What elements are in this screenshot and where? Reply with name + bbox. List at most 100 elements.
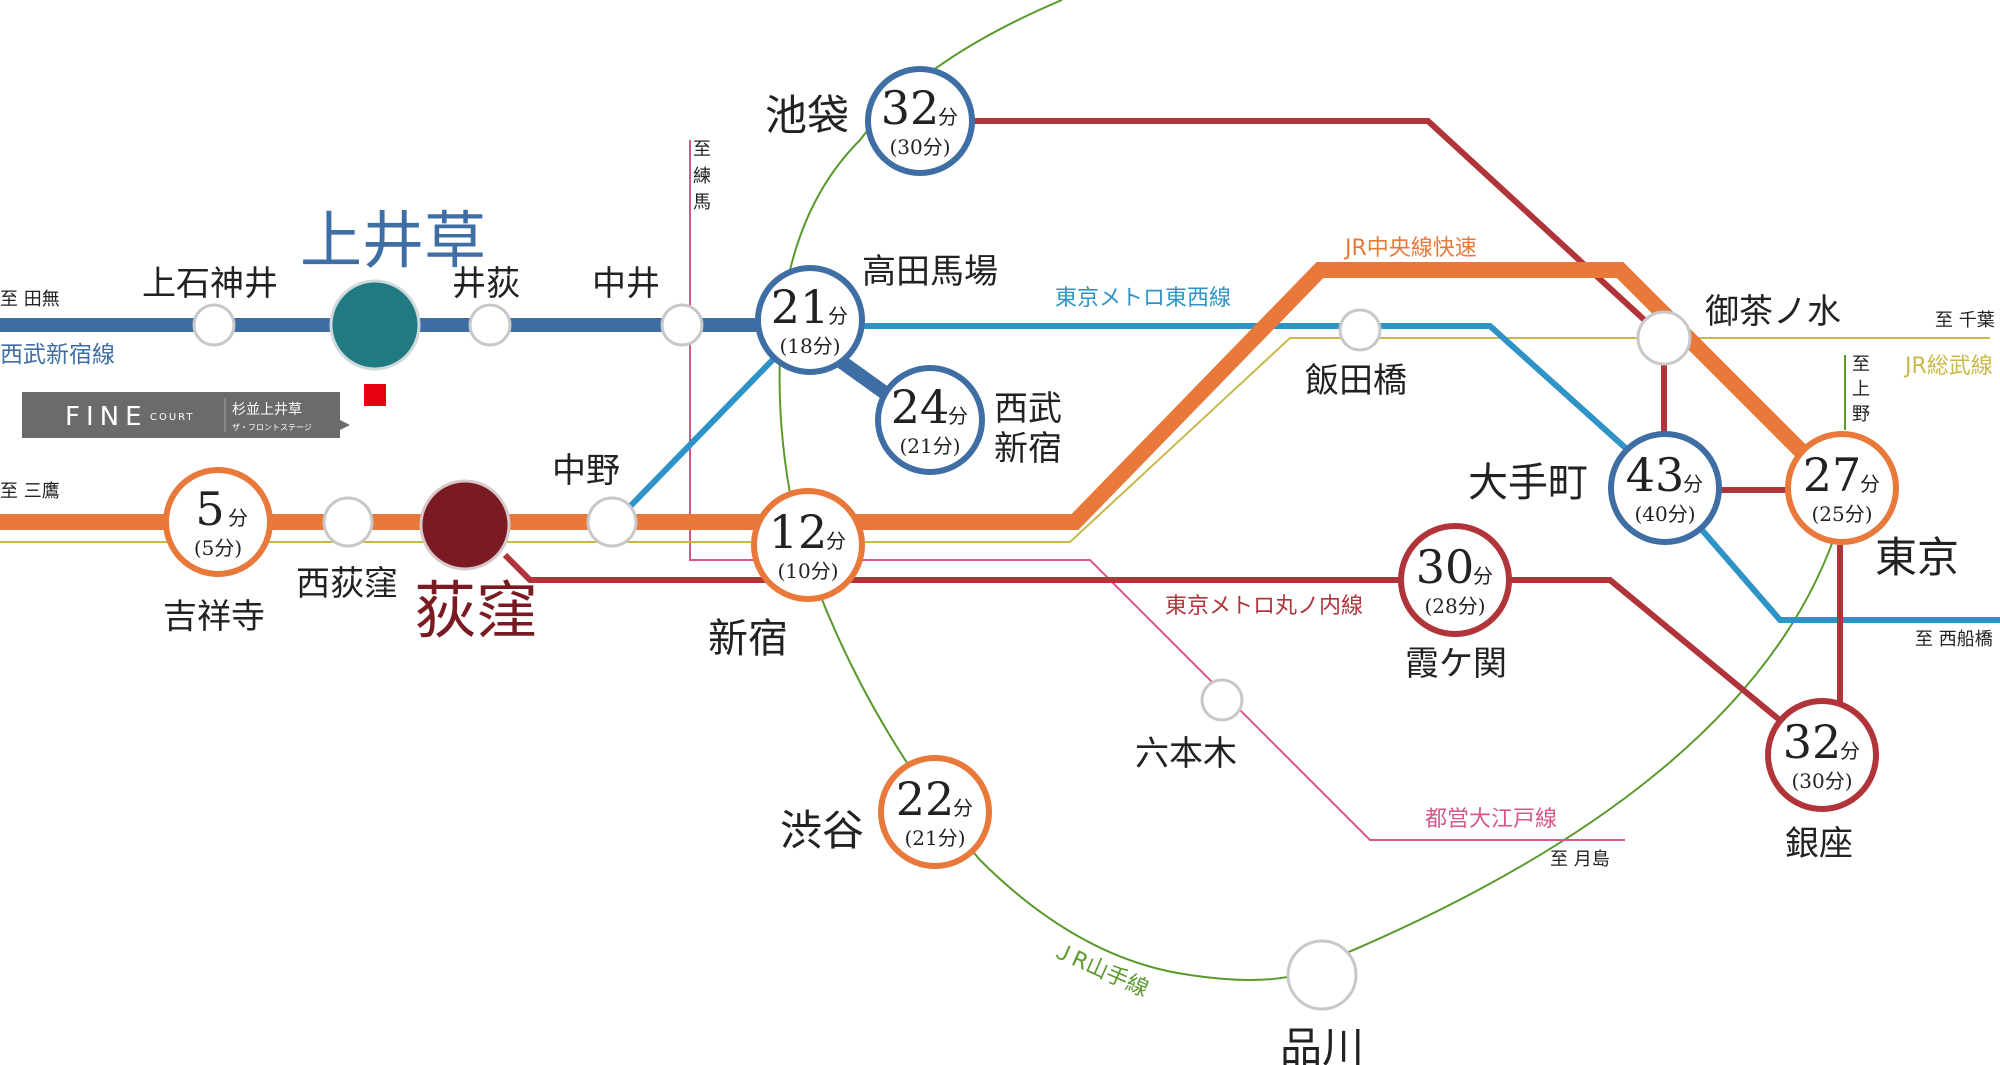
- station-name-kamiigusa: 上井草: [300, 204, 486, 277]
- unit-otemachi: 分: [1683, 472, 1703, 496]
- dest-ueno-3: 野: [1852, 404, 1870, 425]
- dest-tsukishima: 至 月島: [1550, 849, 1610, 870]
- dest-nerima-1: 至: [693, 139, 711, 160]
- unit-kasumigaseki: 分: [1473, 564, 1493, 588]
- bubble-takadanobaba: 21 分 (18分): [755, 265, 865, 375]
- station-name-otemachi: 大手町: [1468, 460, 1588, 506]
- dest-chiba: 至 千葉: [1935, 310, 1995, 331]
- station-name-shinagawa: 品川: [1280, 1023, 1364, 1065]
- station-dot-nakai: [660, 303, 704, 347]
- bubble-shibuya: 22 分 (21分): [878, 755, 992, 869]
- dest-nerima-2: 練: [693, 166, 711, 187]
- bubble-kichijoji: 5 分 (5分): [163, 467, 273, 577]
- time-ikebukuro: 32: [881, 81, 940, 135]
- unit-ginza: 分: [1840, 739, 1860, 763]
- oedo-line-label: 都営大江戸線: [1425, 807, 1557, 832]
- station-name-tokyo: 東京: [1875, 533, 1959, 582]
- sub-kasumigaseki: (28分): [1424, 594, 1485, 618]
- station-name-kasumigaseki: 霞ケ関: [1405, 644, 1507, 684]
- sub-ikebukuro: (30分): [889, 135, 950, 159]
- property-brand-sub: COURT: [150, 412, 195, 423]
- time-shinjuku: 12: [769, 505, 828, 559]
- station-name-ikebukuro: 池袋: [765, 91, 849, 140]
- station-dot-nishiogikubo: [322, 496, 374, 548]
- unit-takadanobaba: 分: [828, 304, 848, 328]
- bubble-ginza: 32 分 (30分): [1765, 698, 1879, 812]
- dest-ueno-1: 至: [1852, 354, 1870, 375]
- sobu-line: [0, 337, 1990, 543]
- station-name-seibushinjuku-2: 新宿: [994, 429, 1062, 469]
- sub-takadanobaba: (18分): [779, 334, 840, 358]
- time-ginza: 32: [1783, 715, 1842, 769]
- station-name-nishiogikubo: 西荻窪: [296, 564, 398, 604]
- time-kichijoji: 5: [195, 482, 224, 536]
- time-kasumigaseki: 30: [1416, 540, 1475, 594]
- property-badge: FINE COURT 杉並上井草 ザ・フロントステージ: [22, 384, 386, 438]
- station-dot-iogi: [468, 303, 512, 347]
- sub-shibuya: (21分): [904, 826, 965, 850]
- unit-shibuya: 分: [953, 796, 973, 820]
- station-name-takadanobaba: 高田馬場: [862, 252, 998, 292]
- bubble-seibushinjuku: 24 分 (21分): [875, 365, 985, 475]
- station-name-kamishakujii: 上石神井: [142, 264, 278, 304]
- dest-ueno-2: 上: [1852, 379, 1870, 400]
- sub-ginza: (30分): [1791, 769, 1852, 793]
- marunouchi-line-label: 東京メトロ丸ノ内線: [1165, 594, 1363, 619]
- station-name-nakano: 中野: [552, 451, 620, 491]
- sub-tokyo: (25分): [1811, 502, 1872, 526]
- property-marker: [364, 384, 386, 406]
- station-name-roppongi: 六本木: [1135, 734, 1237, 774]
- dest-nerima-3: 馬: [693, 192, 711, 213]
- unit-seibushinjuku: 分: [948, 404, 968, 428]
- time-otemachi: 43: [1626, 448, 1685, 502]
- sub-shinjuku: (10分): [777, 559, 838, 583]
- station-name-iogi: 井荻: [452, 264, 520, 304]
- station-name-nakai: 中井: [592, 264, 660, 304]
- time-tokyo: 27: [1803, 448, 1862, 502]
- unit-tokyo: 分: [1860, 472, 1880, 496]
- chuo-line-label: JR中央線快速: [1343, 236, 1477, 261]
- sub-otemachi: (40分): [1634, 502, 1695, 526]
- property-name: 杉並上井草: [232, 402, 302, 418]
- time-takadanobaba: 21: [771, 280, 830, 334]
- station-name-ochanomizu: 御茶ノ水: [1705, 292, 1841, 332]
- property-brand: FINE: [65, 402, 148, 432]
- station-name-ginza: 銀座: [1785, 824, 1853, 864]
- station-dot-roppongi: [1200, 678, 1244, 722]
- station-dot-nakano: [586, 496, 638, 548]
- unit-ikebukuro: 分: [938, 105, 958, 129]
- bubble-shinjuku: 12 分 (10分): [751, 488, 865, 602]
- station-ogikubo: [419, 479, 511, 571]
- sub-kichijoji: (5分): [194, 536, 242, 560]
- unit-kichijoji: 分: [228, 506, 248, 530]
- bubble-otemachi: 43 分 (40分): [1608, 431, 1722, 545]
- property-tagline: ザ・フロントステージ: [232, 423, 312, 432]
- oedo-line: [689, 140, 1625, 841]
- station-name-seibushinjuku-1: 西武: [994, 389, 1062, 429]
- home-station-kamiigusa: [329, 279, 421, 371]
- bubble-ikebukuro: 32 分 (30分): [865, 66, 975, 176]
- unit-shinjuku: 分: [826, 529, 846, 553]
- chuo-rapid-line: [0, 262, 1846, 530]
- dest-nishifunabashi: 至 西船橋: [1915, 629, 1993, 650]
- sobu-line-label: JR総武線: [1903, 354, 1993, 379]
- station-dot-iidabashi: [1338, 308, 1382, 352]
- time-shibuya: 22: [896, 772, 955, 826]
- station-dot-ochanomizu: [1636, 310, 1692, 366]
- seibu-line-label: 西武新宿線: [0, 342, 115, 368]
- station-name-iidabashi: 飯田橋: [1305, 361, 1407, 401]
- station-dot-kamishakujii: [192, 303, 236, 347]
- time-seibushinjuku: 24: [891, 380, 950, 434]
- bubble-tokyo: 27 分 (25分): [1785, 431, 1899, 545]
- station-name-kichijoji: 吉祥寺: [163, 597, 265, 637]
- bubble-kasumigaseki: 30 分 (28分): [1398, 523, 1512, 637]
- station-name-ogikubo: 荻窪: [414, 574, 538, 647]
- dest-mitaka: 至 三鷹: [0, 480, 60, 502]
- marunouchi-line-south: [502, 545, 1843, 759]
- station-name-shibuya: 渋谷: [780, 806, 864, 855]
- tozai-line-label: 東京メトロ東西線: [1055, 286, 1231, 311]
- station-name-shinjuku: 新宿: [708, 616, 788, 662]
- station-dot-shinagawa: [1286, 939, 1358, 1011]
- dest-tanashi: 至 田無: [0, 289, 60, 310]
